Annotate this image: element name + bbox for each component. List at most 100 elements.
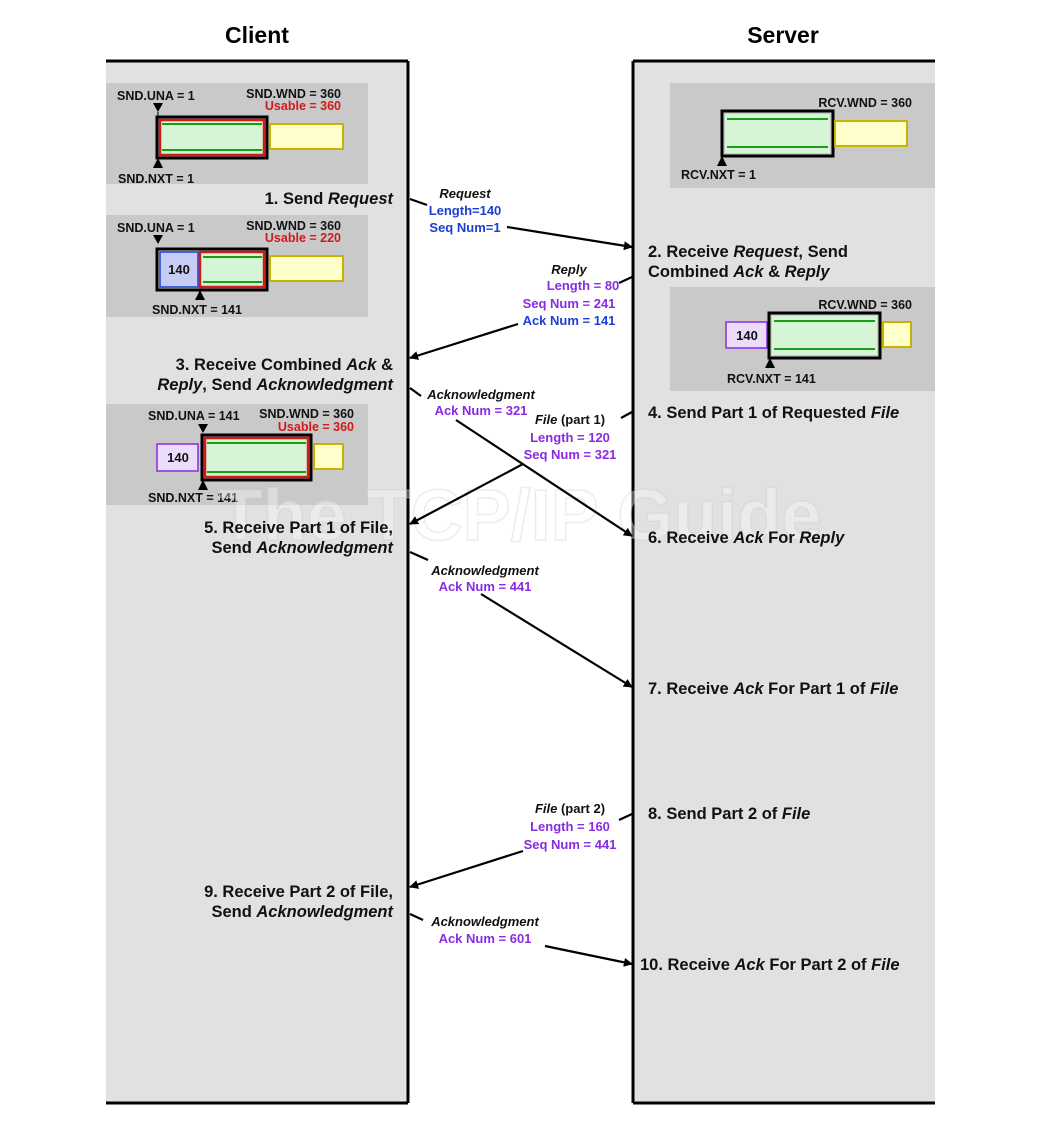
client-column-border [106, 59, 410, 1105]
snd-una-label: SND.UNA = 1 [117, 221, 195, 235]
message-file1: File (part 1) Length = 120 Seq Num = 321 [524, 412, 617, 462]
message-seq: Seq Num = 321 [524, 447, 617, 462]
unsent-data-box [269, 255, 344, 282]
message-ack2: Acknowledgment Ack Num = 441 [430, 563, 539, 594]
free-buffer-box [882, 321, 912, 348]
rcv-wnd-label: RCV.WND = 360 [818, 96, 912, 110]
received-segment-length: 140 [736, 328, 758, 343]
snd-nxt-label: SND.NXT = 141 [152, 303, 242, 317]
usable-window-frame [198, 250, 266, 289]
step-9-label: 9. Receive Part 2 of File, Send Acknowle… [204, 883, 394, 921]
watermark: The TCP/IP Guide [219, 476, 822, 556]
ack2-arrow [480, 593, 633, 688]
rcv-wnd-label: RCV.WND = 360 [818, 298, 912, 312]
acked-segment-length: 140 [167, 450, 189, 465]
client-window-1: SND.UNA = 1 SND.WND = 360 Usable = 360 S… [106, 83, 368, 186]
snd-wnd-label: SND.WND = 360 [259, 407, 354, 421]
request-arrow [506, 225, 633, 251]
received-segment-box [725, 321, 768, 349]
svg-text:9. Receive Part 2 of File,: 9. Receive Part 2 of File, [204, 883, 393, 901]
message-seq: Seq Num = 441 [524, 837, 617, 852]
message-file2: File (part 2) Length = 160 Seq Num = 441 [524, 801, 617, 852]
ack2-arrow-lead [409, 550, 429, 562]
acked-segment-box [156, 443, 199, 472]
message-title: File (part 2) [535, 801, 605, 816]
file1-arrow-lead [620, 411, 633, 419]
step-1-label: 1. Send Request [265, 190, 395, 208]
ack3-arrow [544, 944, 633, 967]
client-window-3: SND.UNA = 141 SND.WND = 360 Usable = 360… [106, 404, 368, 505]
step-10-label: 10. Receive Ack For Part 2 of File [640, 956, 900, 974]
svg-text:Send Acknowledgment: Send Acknowledgment [211, 539, 394, 557]
usable-window-frame [203, 436, 310, 479]
reply-arrow-lead [618, 276, 633, 284]
message-ack: Ack Num = 141 [523, 313, 616, 328]
una-pointer [198, 424, 208, 433]
usable-window-frame [158, 118, 266, 157]
una-pointer [153, 235, 163, 244]
message-ack: Ack Num = 601 [439, 931, 532, 946]
message-request: Request Length=140 Seq Num=1 [429, 186, 502, 235]
free-buffer-box [834, 120, 908, 147]
message-ack1: Acknowledgment Ack Num = 321 [426, 387, 535, 418]
snd-nxt-label: SND.NXT = 1 [118, 172, 194, 186]
svg-text:Combined Ack & Reply: Combined Ack & Reply [648, 263, 830, 281]
svg-text:5. Receive Part 1 of File,: 5. Receive Part 1 of File, [204, 519, 393, 537]
message-title: Acknowledgment [430, 914, 539, 929]
rcv-nxt-label: RCV.NXT = 1 [681, 168, 756, 182]
server-title: Server [747, 22, 819, 48]
ack1-arrow [455, 419, 633, 537]
nxt-pointer [765, 358, 775, 368]
send-window-frame [200, 433, 313, 482]
step-3-label: 3. Receive Combined Ack & Reply, Send Ac… [157, 356, 394, 394]
message-seq: Seq Num = 241 [523, 296, 616, 311]
message-length: Length = 80 [547, 278, 620, 293]
client-window-2: SND.UNA = 1 SND.WND = 360 Usable = 220 1… [106, 215, 368, 317]
snd-una-label: SND.UNA = 141 [148, 409, 240, 423]
message-title: Acknowledgment [426, 387, 535, 402]
step-4-label: 4. Send Part 1 of Requested File [648, 404, 899, 422]
nxt-pointer [198, 480, 208, 490]
nxt-pointer [195, 290, 205, 300]
message-title: Acknowledgment [430, 563, 539, 578]
usable-segment [205, 438, 308, 477]
send-window-frame [155, 247, 269, 292]
step-2-label: 2. Receive Request, Send Combined Ack & … [648, 243, 848, 281]
unsent-data-box [269, 123, 344, 150]
svg-text:Reply, Send Acknowledgment: Reply, Send Acknowledgment [157, 376, 394, 394]
server-window-2: RCV.WND = 360 140 RCV.NXT = 141 [670, 287, 935, 391]
request-arrow-lead [409, 197, 428, 207]
step-8-label: 8. Send Part 2 of File [648, 805, 810, 823]
una-pointer [153, 103, 163, 112]
server-window-1: RCV.WND = 360 RCV.NXT = 1 [670, 83, 935, 188]
message-length: Length = 120 [530, 430, 610, 445]
message-ack: Ack Num = 321 [435, 403, 528, 418]
ack1-arrow-lead [409, 387, 422, 397]
step-7-label: 7. Receive Ack For Part 1 of File [648, 680, 898, 698]
server-column [633, 61, 935, 1103]
message-length: Length=140 [429, 203, 502, 218]
message-title: File (part 1) [535, 412, 605, 427]
svg-text:3. Receive Combined Ack &: 3. Receive Combined Ack & [176, 356, 393, 374]
ack3-arrow-lead [409, 913, 424, 921]
reply-arrow [409, 322, 519, 360]
message-ack3: Acknowledgment Ack Num = 601 [430, 914, 539, 946]
snd-una-label: SND.UNA = 1 [117, 89, 195, 103]
nxt-pointer [153, 158, 163, 168]
message-seq: Seq Num=1 [429, 220, 500, 235]
nxt-pointer [717, 156, 727, 166]
usable-label: Usable = 360 [265, 99, 341, 113]
rcv-nxt-label: RCV.NXT = 141 [727, 372, 816, 386]
send-window-frame [155, 115, 269, 160]
svg-text:2. Receive Request, Send: 2. Receive Request, Send [648, 243, 848, 261]
file2-arrow-lead [618, 813, 633, 821]
message-ack: Ack Num = 441 [439, 579, 532, 594]
receive-window-frame [720, 109, 835, 158]
server-column-border [631, 59, 935, 1105]
step-6-label: 6. Receive Ack For Reply [648, 529, 845, 547]
receive-window-frame [767, 311, 882, 360]
message-length: Length = 160 [530, 819, 610, 834]
sent-segment-length: 140 [168, 262, 190, 277]
client-title: Client [225, 22, 289, 48]
